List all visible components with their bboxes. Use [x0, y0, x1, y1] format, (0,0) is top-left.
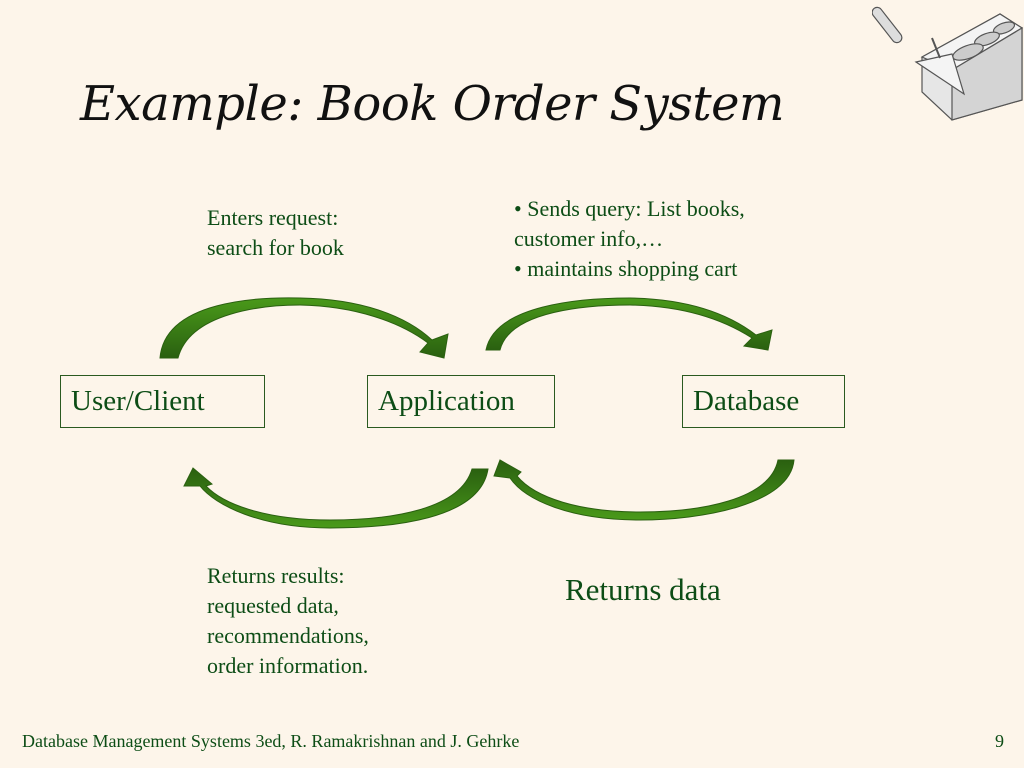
arrow-application-to-client — [183, 467, 489, 529]
arrow-client-to-application — [159, 297, 449, 359]
query-line-2: customer info,… — [514, 226, 664, 251]
results-line-2: requested data, — [207, 593, 339, 618]
results-annotation: Returns results: requested data, recomme… — [207, 561, 369, 681]
returns-data-annotation: Returns data — [565, 572, 721, 607]
results-line-1: Returns results: — [207, 563, 345, 588]
node-user-client: User/Client — [60, 375, 265, 428]
request-line-2: search for book — [207, 235, 344, 260]
results-line-4: order information. — [207, 653, 369, 678]
query-annotation: • Sends query: List books, customer info… — [514, 194, 745, 284]
request-line-1: Enters request: — [207, 205, 339, 230]
page-number: 9 — [995, 731, 1004, 751]
arrow-database-to-application — [493, 459, 795, 521]
footer-citation: Database Management Systems 3ed, R. Rama… — [22, 731, 520, 751]
results-line-3: recommendations, — [207, 623, 369, 648]
query-line-3: • maintains shopping cart — [514, 256, 738, 281]
node-database: Database — [682, 375, 845, 428]
slide-title: Example: Book Order System — [80, 76, 785, 132]
brick-and-trowel-icon — [872, 6, 1024, 121]
arrow-application-to-database — [485, 297, 773, 351]
request-annotation: Enters request: search for book — [207, 203, 344, 263]
query-line-1: • Sends query: List books, — [514, 196, 745, 221]
node-application: Application — [367, 375, 555, 428]
